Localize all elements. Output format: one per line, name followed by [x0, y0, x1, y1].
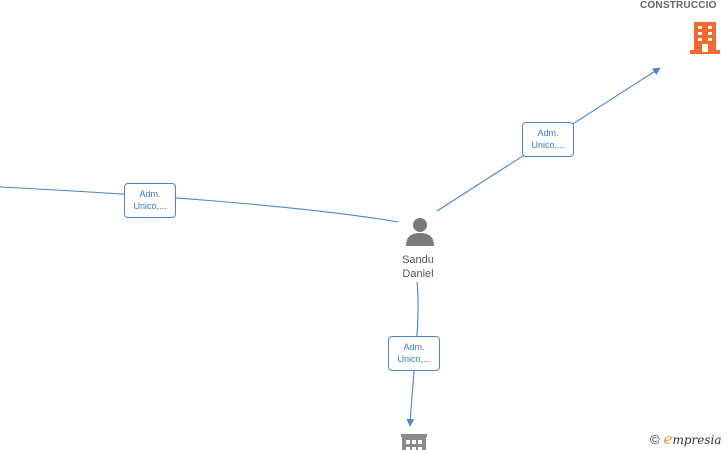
person-node-label[interactable]: Sandu Daniel — [388, 253, 448, 281]
edge-label-line2: Unico,... — [397, 354, 431, 364]
person-icon[interactable] — [404, 217, 436, 247]
building-icon[interactable] — [690, 20, 720, 54]
edge-label-line2: Unico,... — [133, 201, 167, 211]
person-last-name: Daniel — [402, 268, 434, 280]
edge-left-to-person[interactable] — [0, 186, 399, 223]
brand-watermark: ©empresia — [650, 430, 722, 448]
building-icon[interactable] — [401, 434, 427, 450]
person-first-name: Sandu — [402, 254, 434, 266]
edge-label-bottom[interactable]: Adm. Unico,... — [388, 336, 440, 371]
edge-label-left[interactable]: Adm. Unico,... — [124, 183, 176, 218]
edge-label-construccio[interactable]: Adm. Unico,... — [522, 122, 574, 157]
edge-label-line2: Unico,... — [531, 140, 565, 150]
edge-label-line1: Adm. — [403, 342, 425, 352]
brand-logo-letter: e — [663, 430, 673, 448]
company-name-construccio[interactable]: CONSTRUCCIO — [640, 0, 717, 11]
edge-label-line1: Adm. — [139, 189, 161, 199]
copyright-symbol: © — [650, 432, 660, 447]
brand-logo-text: mpresia — [672, 433, 722, 447]
edge-label-line1: Adm. — [537, 128, 559, 138]
